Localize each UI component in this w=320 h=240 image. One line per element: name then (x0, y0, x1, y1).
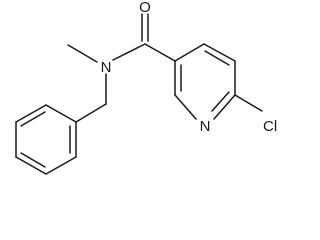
bond-py-c6-n1-inner (211, 91, 230, 112)
bond-ph-c1-c2 (45, 104, 77, 123)
bond-ch2-phenyl (75, 103, 107, 123)
bond-ph-c5-c6 (45, 156, 77, 175)
bond-ph-c2-c3 (15, 104, 47, 123)
bond-py-c6-n1 (213, 94, 236, 120)
chemical-structure-diagram: O N N Cl (15, 0, 277, 175)
bond-ph-c2-c3-inner (20, 111, 46, 127)
bond-n-methyl (67, 44, 98, 63)
bond-py-c3-c4 (174, 43, 205, 62)
bond-py-n1-c2 (174, 94, 197, 120)
atom-label-oxygen: O (139, 0, 151, 16)
bond-ph-c4-c5-inner (20, 152, 46, 168)
bond-c6-cl (234, 94, 263, 112)
bond-py-c4-c5 (203, 43, 236, 62)
atom-label-amide-nitrogen: N (101, 59, 112, 76)
bond-carbonyl-pyridine (144, 43, 176, 62)
atom-label-chlorine: Cl (263, 118, 277, 135)
bond-ph-c4-c5 (15, 156, 47, 175)
bond-carbonyl-amide-n (112, 43, 146, 61)
bond-py-c4-c5-inner (204, 50, 230, 66)
atom-label-ring-nitrogen: N (200, 118, 211, 135)
